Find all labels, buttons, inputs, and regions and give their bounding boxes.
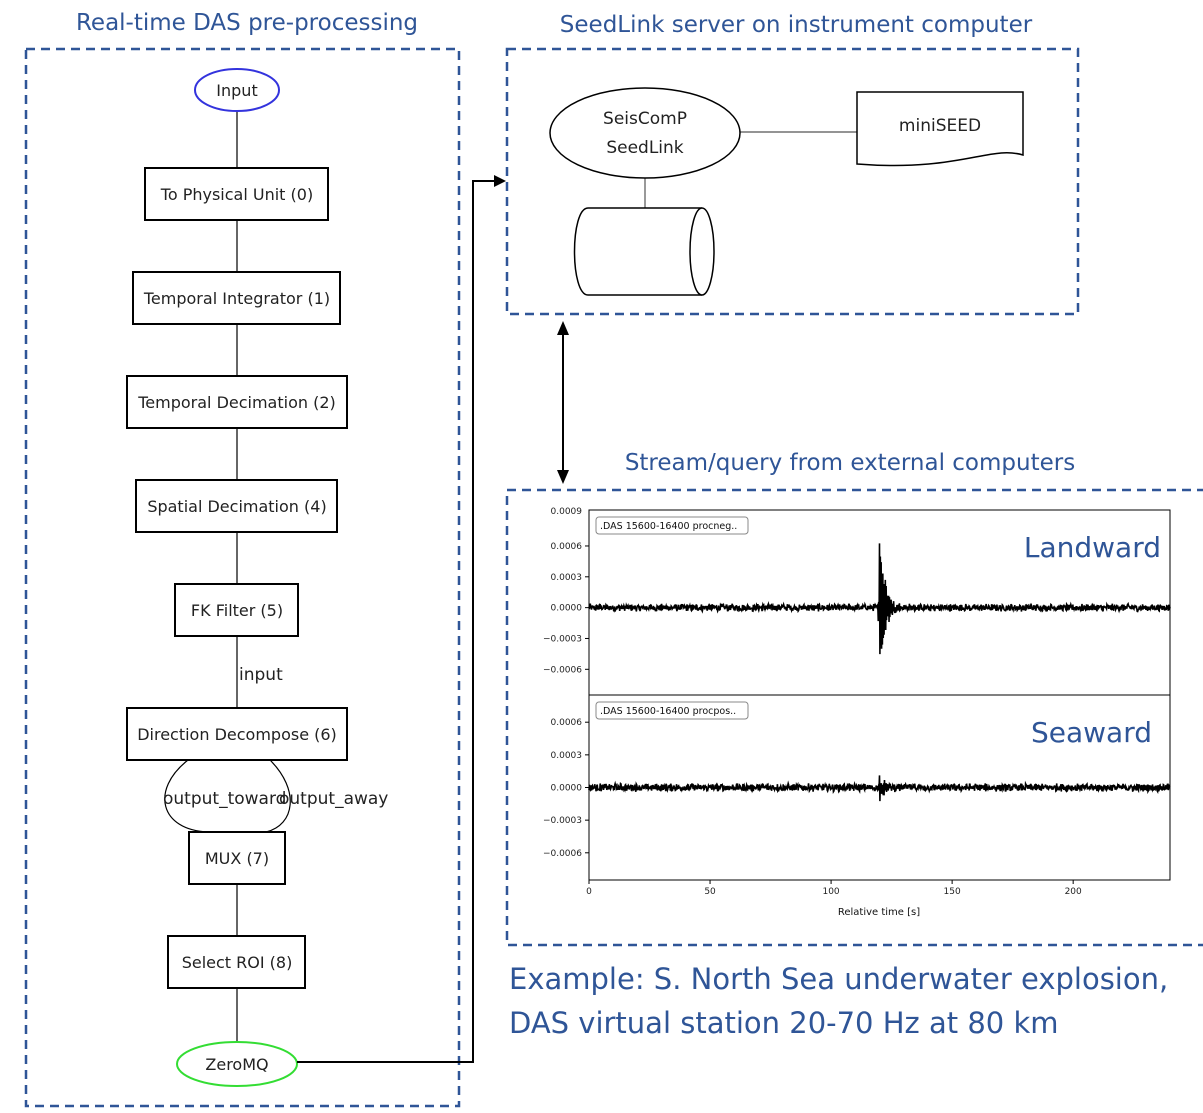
y-tick-label: −0.0006 bbox=[543, 665, 582, 675]
waveform-chart: 0.0006 0.0003 0.0000 −0.0003 −0.0006 0.0009 0.… bbox=[543, 507, 1171, 918]
edge-output-toward bbox=[164, 759, 209, 833]
y-tick-label-partial: 0.0009 bbox=[551, 507, 583, 517]
annotation-landward: Landward bbox=[1024, 531, 1161, 564]
x-tick-label: 0 bbox=[586, 887, 592, 897]
x-tick-label: 200 bbox=[1065, 887, 1082, 897]
legend-seaward: .DAS 15600-16400 procpos.. bbox=[600, 706, 736, 717]
pipeline-graph: Input To Physical Unit (0) Temporal Inte… bbox=[126, 68, 388, 1087]
legend-box-landward bbox=[595, 516, 749, 535]
zeromq-label: ZeroMQ bbox=[205, 1055, 268, 1074]
trace-group bbox=[588, 543, 1171, 802]
step-label-4: FK Filter (5) bbox=[191, 601, 283, 620]
x-tick-label: 100 bbox=[822, 887, 839, 897]
edge-label-output-toward: output_toward bbox=[163, 789, 286, 809]
zeromq-node bbox=[176, 1041, 298, 1087]
zeromq-to-seedlink-connector bbox=[297, 180, 496, 1063]
seedlink-frame bbox=[505, 47, 1080, 316]
step-box-1 bbox=[132, 271, 341, 325]
seedlink-server-line2: SeedLink bbox=[606, 138, 683, 158]
edge-label-input: input bbox=[239, 665, 283, 685]
legend-landward: .DAS 15600-16400 procneg.. bbox=[600, 521, 737, 532]
step-label-1: Temporal Integrator (1) bbox=[143, 289, 330, 308]
step-label-5: Direction Decompose (6) bbox=[137, 725, 337, 744]
stream-frame bbox=[505, 488, 1203, 947]
y-tick-label: 0.0003 bbox=[551, 573, 583, 583]
x-tick-label: 150 bbox=[944, 887, 961, 897]
arrow-head-right-icon bbox=[494, 175, 506, 187]
step-box-0 bbox=[144, 167, 329, 221]
y-tick-label: −0.0003 bbox=[543, 634, 582, 644]
step-label-3: Spatial Decimation (4) bbox=[147, 497, 326, 516]
edge-label-output-away: output_away bbox=[279, 789, 388, 809]
caption-line1: Example: S. North Sea underwater explosi… bbox=[509, 962, 1168, 996]
waveform-trace-1 bbox=[588, 775, 1171, 802]
pipeline-frame bbox=[24, 47, 461, 1108]
axis-labels: 0.0006 0.0003 0.0000 −0.0003 −0.0006 0.0009 0.… bbox=[543, 507, 1082, 897]
document-icon bbox=[856, 91, 1024, 167]
seedlink-title: SeedLink server on instrument computer bbox=[560, 12, 1033, 38]
step-box-2 bbox=[126, 375, 348, 429]
step-label-0: To Physical Unit (0) bbox=[160, 185, 313, 204]
seedlink-server-line1: SeisComP bbox=[603, 109, 687, 129]
step-box-4 bbox=[174, 583, 299, 637]
y-tick-label: −0.0006 bbox=[543, 849, 582, 859]
step-box-5 bbox=[126, 707, 348, 761]
step-label-7: Select ROI (8) bbox=[182, 953, 293, 972]
database-icon bbox=[573, 207, 715, 296]
input-label: Input bbox=[216, 81, 257, 100]
caption-line2: DAS virtual station 20-70 Hz at 80 km bbox=[509, 1006, 1059, 1040]
arrow-head-down-icon bbox=[557, 470, 569, 484]
y-tick-label: 0.0000 bbox=[551, 784, 583, 794]
y-tick-label: 0.0003 bbox=[551, 751, 583, 761]
step-box-6 bbox=[188, 831, 286, 885]
pipeline-title: Real-time DAS pre-processing bbox=[76, 10, 418, 36]
annotation-seaward: Seaward bbox=[1031, 716, 1152, 749]
y-tick-label: 0.0000 bbox=[551, 604, 583, 614]
x-axis-label: Relative time [s] bbox=[838, 907, 920, 918]
x-tick-label: 50 bbox=[704, 887, 716, 897]
step-box-3 bbox=[135, 479, 338, 533]
seedlink-section: SeisComP SeedLink miniSEED bbox=[549, 87, 1024, 296]
y-tick-label: 0.0006 bbox=[551, 542, 583, 552]
y-tick-label: −0.0003 bbox=[543, 816, 582, 826]
edge-output-away bbox=[265, 759, 291, 833]
stream-title: Stream/query from external computers bbox=[625, 450, 1075, 476]
arrow-head-up-icon bbox=[557, 321, 569, 335]
step-label-2: Temporal Decimation (2) bbox=[137, 393, 336, 412]
miniseed-label: miniSEED bbox=[899, 116, 981, 136]
waveform-trace-0 bbox=[588, 543, 1171, 655]
step-label-6: MUX (7) bbox=[205, 849, 269, 868]
seedlink-server-node bbox=[549, 87, 741, 179]
input-node bbox=[194, 68, 280, 112]
y-tick-label: 0.0006 bbox=[551, 718, 583, 728]
legend-box-seaward bbox=[595, 701, 749, 720]
step-box-7 bbox=[167, 935, 306, 989]
